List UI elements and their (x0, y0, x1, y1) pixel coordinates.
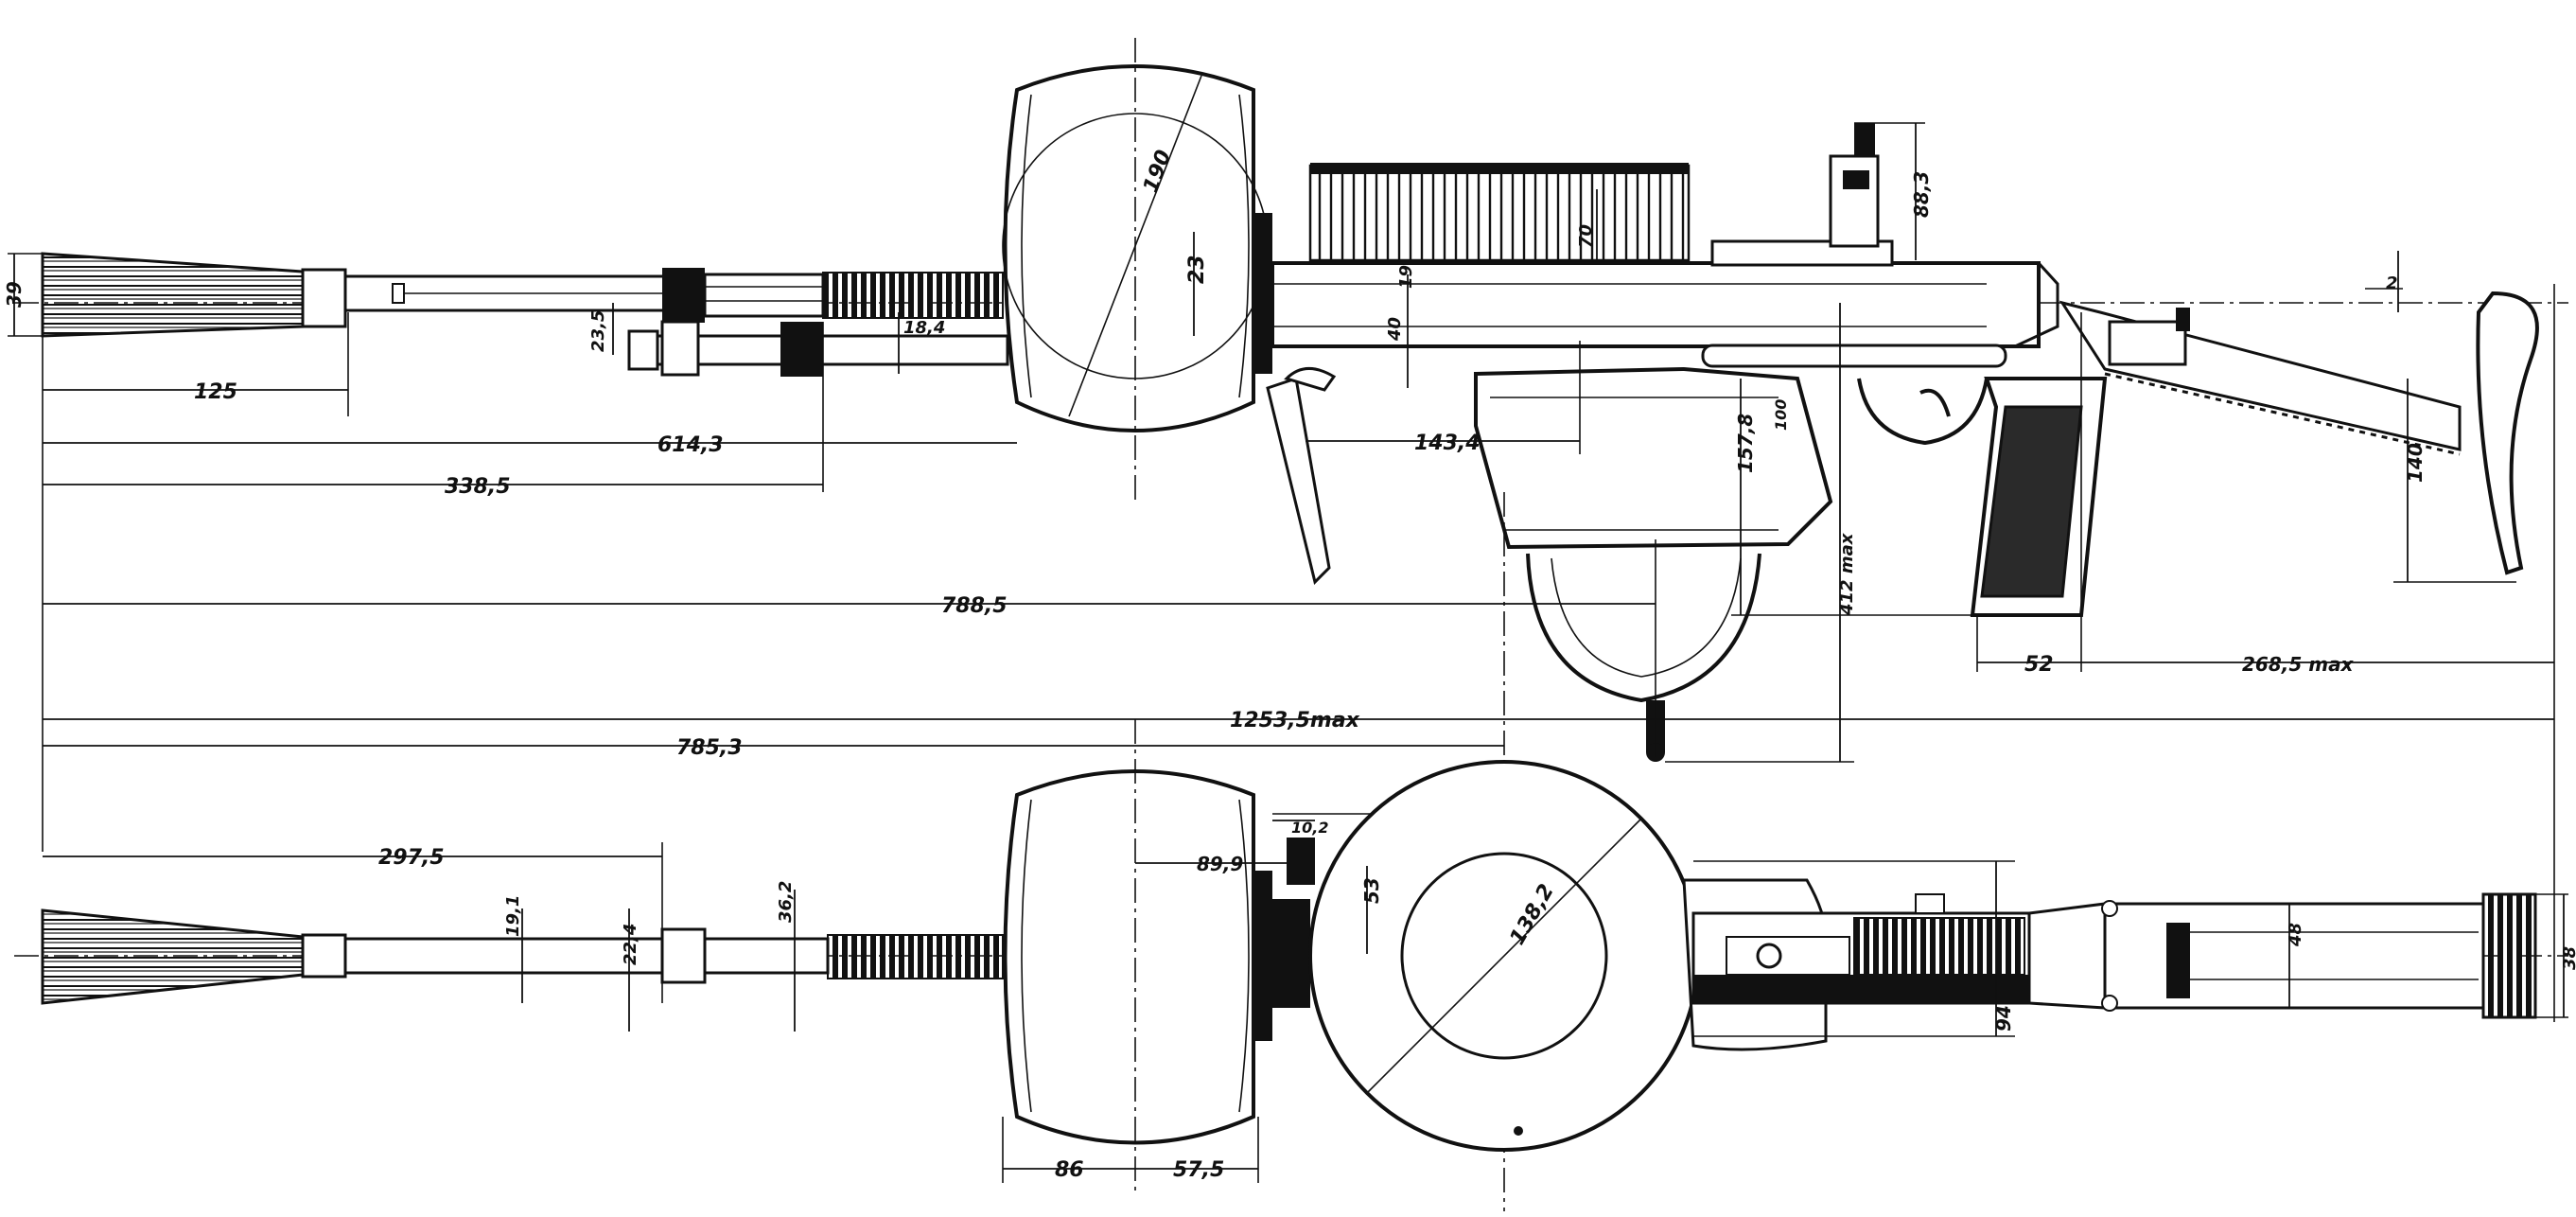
dim-788-5: 788,5 (941, 594, 1008, 618)
top-view: 297,5 19,1 22,4 36,2 89,9 10,2 53 138,2 … (14, 719, 2576, 1192)
dim-1253-5-max: 1253,5max (1230, 709, 1360, 732)
top-dimension-lines (43, 813, 2568, 1183)
dim-297-5: 297,5 (378, 846, 445, 870)
dim-40: 40 (1385, 317, 1405, 342)
dim-57-5: 57,5 (1173, 1158, 1224, 1182)
barrel (343, 268, 1009, 377)
dim-36-2: 36,2 (776, 881, 796, 923)
flash-hider (41, 252, 347, 338)
barrel-jacket (1002, 38, 1269, 502)
barrel-jacket-top (1003, 719, 1272, 1192)
dim-39: 39 (3, 281, 26, 308)
dim-338-5: 338,5 (445, 475, 511, 499)
dim-70: 70 (1576, 224, 1596, 248)
dim-268-5-max: 268,5 max (2242, 653, 2355, 676)
dim-88-3: 88,3 (1910, 171, 1933, 218)
receiver (1253, 123, 2539, 762)
dim-125: 125 (194, 380, 237, 404)
barrel-top (343, 937, 830, 975)
dim-38: 38 (2560, 946, 2576, 970)
dim-18-4: 18,4 (903, 318, 945, 338)
dim-100: 100 (1772, 399, 1790, 431)
dim-2: 2 (2386, 273, 2398, 293)
dim-140: 140 (2404, 443, 2427, 483)
dim-10-2: 10,2 (1291, 819, 1328, 837)
side-dimension-lines (8, 122, 2555, 1211)
dim-157-8: 157,8 (1734, 414, 1757, 473)
dim-19-1: 19,1 (503, 895, 523, 937)
side-view: 39 125 614,3 338,5 788,5 23,5 18,4 190 2… (3, 38, 2568, 1211)
dim-89-9: 89,9 (1197, 853, 1243, 875)
flash-hider-top (41, 908, 305, 1005)
dim-143-4: 143,4 (1414, 432, 1481, 455)
dim-86: 86 (1055, 1158, 1084, 1182)
dim-53: 53 (1360, 877, 1383, 904)
dim-22-4: 22,4 (621, 924, 640, 965)
side-dimension-labels: 39 125 614,3 338,5 788,5 23,5 18,4 190 2… (3, 147, 2427, 760)
dim-94: 94 (1992, 1005, 2015, 1032)
dim-412-max: 412 max (1837, 532, 1857, 616)
dim-48: 48 (2286, 923, 2305, 947)
dim-614-3: 614,3 (657, 433, 724, 457)
dim-52: 52 (2024, 653, 2054, 677)
stock-top (2103, 902, 2485, 1010)
dim-785-3: 785,3 (676, 736, 743, 760)
dim-19: 19 (1396, 265, 1416, 289)
dim-23: 23 (1185, 255, 1209, 284)
drum-magazine (1308, 760, 1700, 1152)
dim-23-5: 23,5 (588, 310, 608, 352)
